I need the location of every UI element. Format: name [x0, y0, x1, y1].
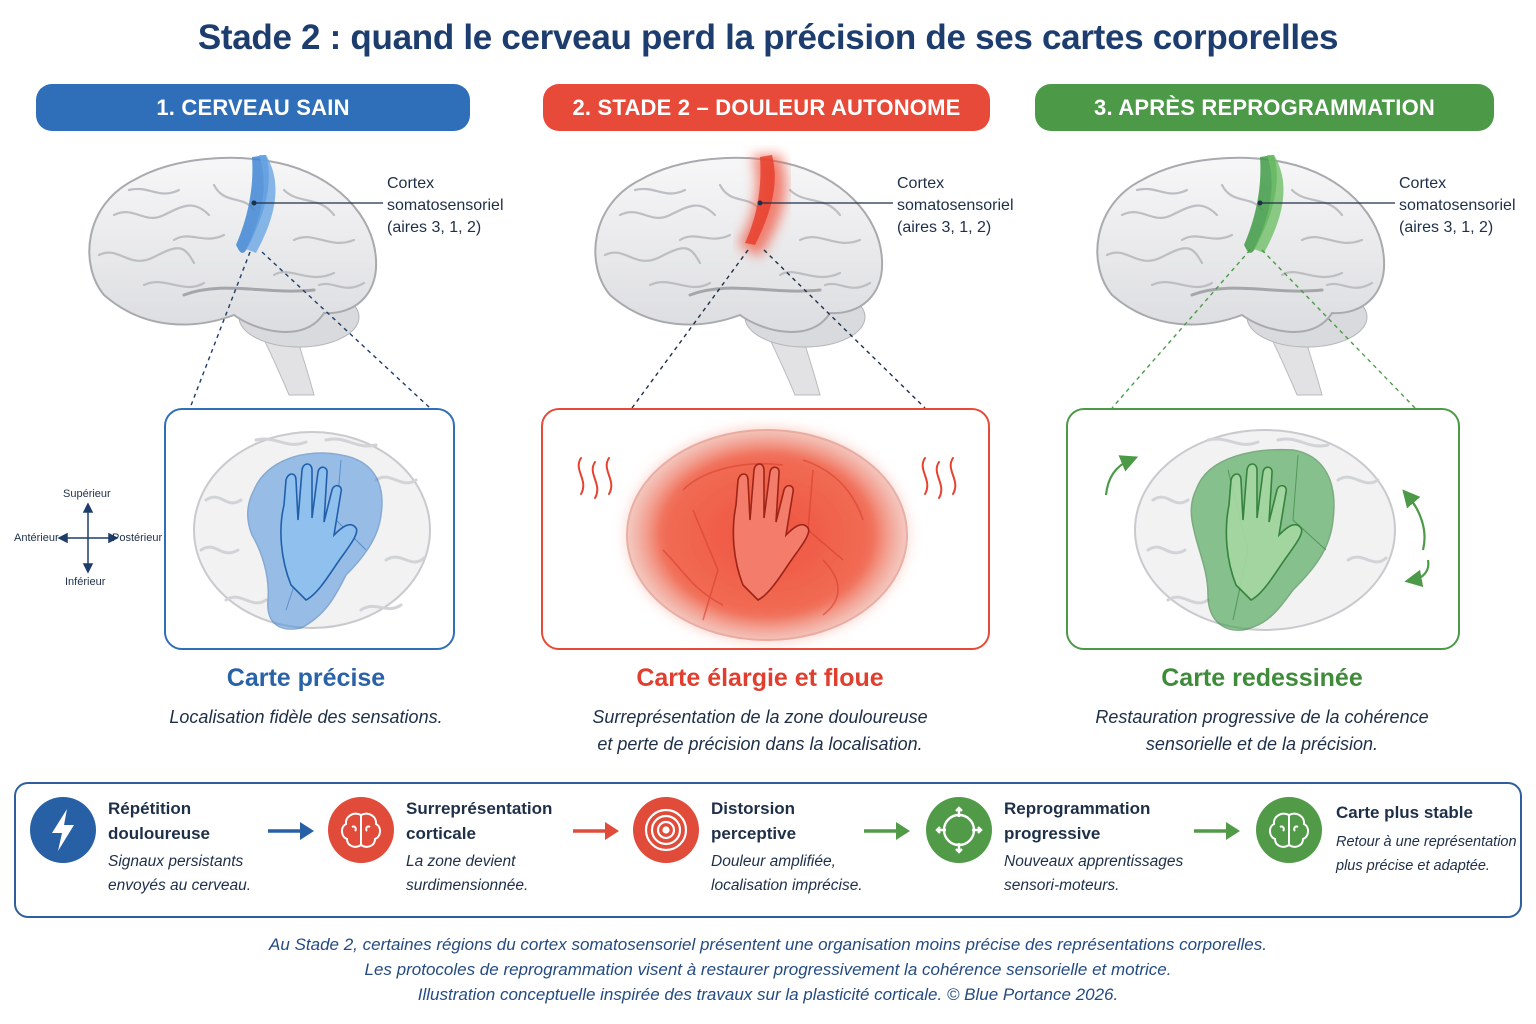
flow-step-title: Surreprésentation corticale — [406, 796, 552, 846]
brain-side-view-reprogrammed — [1096, 155, 1386, 396]
flow-step-title-line: corticale — [406, 824, 476, 843]
card-desc-healthy: Localisation fidèle des sensations. — [84, 704, 528, 731]
flow-step-title: Distorsion perceptive — [711, 796, 796, 846]
brain-side-view-stage2 — [594, 155, 884, 396]
flow-step-title: Répétition douloureuse — [108, 796, 210, 846]
flow-step-title: Reprogrammation progressive — [1004, 796, 1150, 846]
axis-down-label: Inférieur — [65, 576, 106, 588]
cortex-label-line: Cortex — [1399, 175, 1447, 192]
arrow-right-icon — [268, 822, 314, 840]
arrow-right-icon — [573, 822, 619, 840]
flow-step-title: Carte plus stable — [1336, 800, 1473, 825]
flow-step-desc-line: envoyés au cerveau. — [108, 877, 252, 894]
footer-line: Illustration conceptuelle inspirée des t… — [417, 985, 1119, 1004]
zoom-map-stage2 — [541, 408, 990, 650]
cortex-label-reprogrammed: Cortex somatosensoriel (aires 3, 1, 2) — [1399, 173, 1516, 239]
footer-notes: Au Stade 2, certaines régions du cortex … — [0, 932, 1536, 1007]
card-desc-line: Surreprésentation de la zone douloureuse — [592, 707, 928, 727]
card-desc-stage2: Surreprésentation de la zone douloureuse… — [540, 704, 980, 758]
header-stage2-pain: 2. STADE 2 – DOULEUR AUTONOME — [543, 84, 990, 131]
target-icon — [633, 797, 699, 863]
flow-step-desc-line: surdimensionnée. — [406, 877, 529, 894]
card-desc-reprogrammed: Restauration progressive de la cohérence… — [1040, 704, 1484, 758]
flow-step-desc: Signaux persistants envoyés au cerveau. — [108, 850, 251, 898]
header-reprogrammed: 3. APRÈS REPROGRAMMATION — [1035, 84, 1494, 131]
flow-step-desc-line: Douleur amplifiée, — [711, 853, 836, 870]
header-label: 1. CERVEAU SAIN — [156, 94, 350, 120]
flow-step-title-line: Carte plus stable — [1336, 803, 1473, 822]
cortex-label-line: somatosensoriel — [387, 197, 504, 214]
flow-step-desc-line: Nouveaux apprentissages — [1004, 853, 1184, 870]
card-desc-line: Restauration progressive de la cohérence — [1095, 707, 1429, 727]
flow-step-desc-line: Retour à une représentation — [1336, 834, 1517, 850]
flow-step-title-line: Reprogrammation — [1004, 799, 1151, 818]
flow-step-title-line: perceptive — [711, 824, 797, 843]
arrow-right-icon — [864, 822, 910, 840]
arrow-right-icon — [1194, 822, 1240, 840]
flow-step-stable-map: Carte plus stable Retour à une représent… — [1256, 784, 1518, 920]
flow-step-title-line: Distorsion — [711, 799, 796, 818]
axis-left-label: Antérieur — [14, 532, 59, 544]
zoom-map-healthy — [164, 408, 455, 650]
axis-right-label: Postérieur — [112, 532, 163, 544]
flow-step-desc-line: Signaux persistants — [108, 853, 244, 870]
process-flow-panel: Répétition douloureuse Signaux persistan… — [14, 782, 1522, 918]
flow-step-reprogramming: Reprogrammation progressive Nouveaux app… — [926, 784, 1186, 920]
flow-step-overrepresentation: Surreprésentation corticale La zone devi… — [328, 784, 568, 920]
flow-step-desc: La zone devient surdimensionnée. — [406, 850, 528, 898]
flow-step-desc-line: localisation imprécise. — [711, 877, 863, 894]
flow-step-title-line: douloureuse — [108, 824, 211, 843]
flow-step-desc: Nouveaux apprentissages sensori-moteurs. — [1004, 850, 1183, 898]
axis-up-label: Supérieur — [63, 488, 111, 500]
cortex-label-line: (aires 3, 1, 2) — [387, 219, 482, 236]
card-desc-line: Localisation fidèle des sensations. — [169, 707, 443, 727]
cortex-label-line: Cortex — [897, 175, 945, 192]
brain-side-view-healthy — [88, 155, 378, 396]
flow-step-desc-line: plus précise et adaptée. — [1336, 858, 1490, 874]
header-label: 2. STADE 2 – DOULEUR AUTONOME — [572, 94, 961, 120]
flow-step-title-line: Surreprésentation — [406, 799, 553, 818]
flow-step-title-line: progressive — [1004, 824, 1101, 843]
brain-icon — [1256, 797, 1322, 863]
footer-line: Les protocoles de reprogrammation visent… — [364, 960, 1172, 979]
flow-step-desc: Retour à une représentation plus précise… — [1336, 830, 1517, 878]
card-title-healthy: Carte précise — [226, 664, 386, 692]
cortex-label-stage2: Cortex somatosensoriel (aires 3, 1, 2) — [897, 173, 1014, 239]
cortex-label-line: (aires 3, 1, 2) — [1399, 219, 1494, 236]
lightning-icon — [30, 797, 96, 863]
header-label: 3. APRÈS REPROGRAMMATION — [1094, 94, 1435, 120]
page-title: Stade 2 : quand le cerveau perd la préci… — [197, 18, 1339, 57]
flow-step-distortion: Distorsion perceptive Douleur amplifiée,… — [633, 784, 883, 920]
cortex-label-healthy: Cortex somatosensoriel (aires 3, 1, 2) — [387, 173, 504, 239]
footer-line: Au Stade 2, certaines régions du cortex … — [269, 935, 1267, 954]
header-healthy-brain: 1. CERVEAU SAIN — [36, 84, 470, 131]
card-desc-line: et perte de précision dans la localisati… — [597, 734, 923, 754]
cortex-label-line: Cortex — [387, 175, 435, 192]
card-desc-line: sensorielle et de la précision. — [1145, 734, 1379, 754]
flow-step-repetition: Répétition douloureuse Signaux persistan… — [30, 784, 270, 920]
flow-step-title-line: Répétition — [108, 799, 192, 818]
card-title-stage2: Carte élargie et floue — [636, 664, 884, 692]
cortex-label-line: somatosensoriel — [1399, 197, 1516, 214]
cortex-label-line: (aires 3, 1, 2) — [897, 219, 992, 236]
flow-step-desc-line: La zone devient — [406, 853, 516, 870]
zoom-map-reprogrammed — [1066, 408, 1460, 650]
cycle-icon — [926, 797, 992, 863]
orientation-axes: Supérieur Inférieur Antérieur Postérieur — [8, 486, 168, 590]
cortex-label-line: somatosensoriel — [897, 197, 1014, 214]
brain-icon — [328, 797, 394, 863]
flow-step-desc-line: sensori-moteurs. — [1004, 877, 1120, 894]
card-title-reprogrammed: Carte redessinée — [1161, 664, 1363, 692]
flow-step-desc: Douleur amplifiée, localisation imprécis… — [711, 850, 863, 898]
